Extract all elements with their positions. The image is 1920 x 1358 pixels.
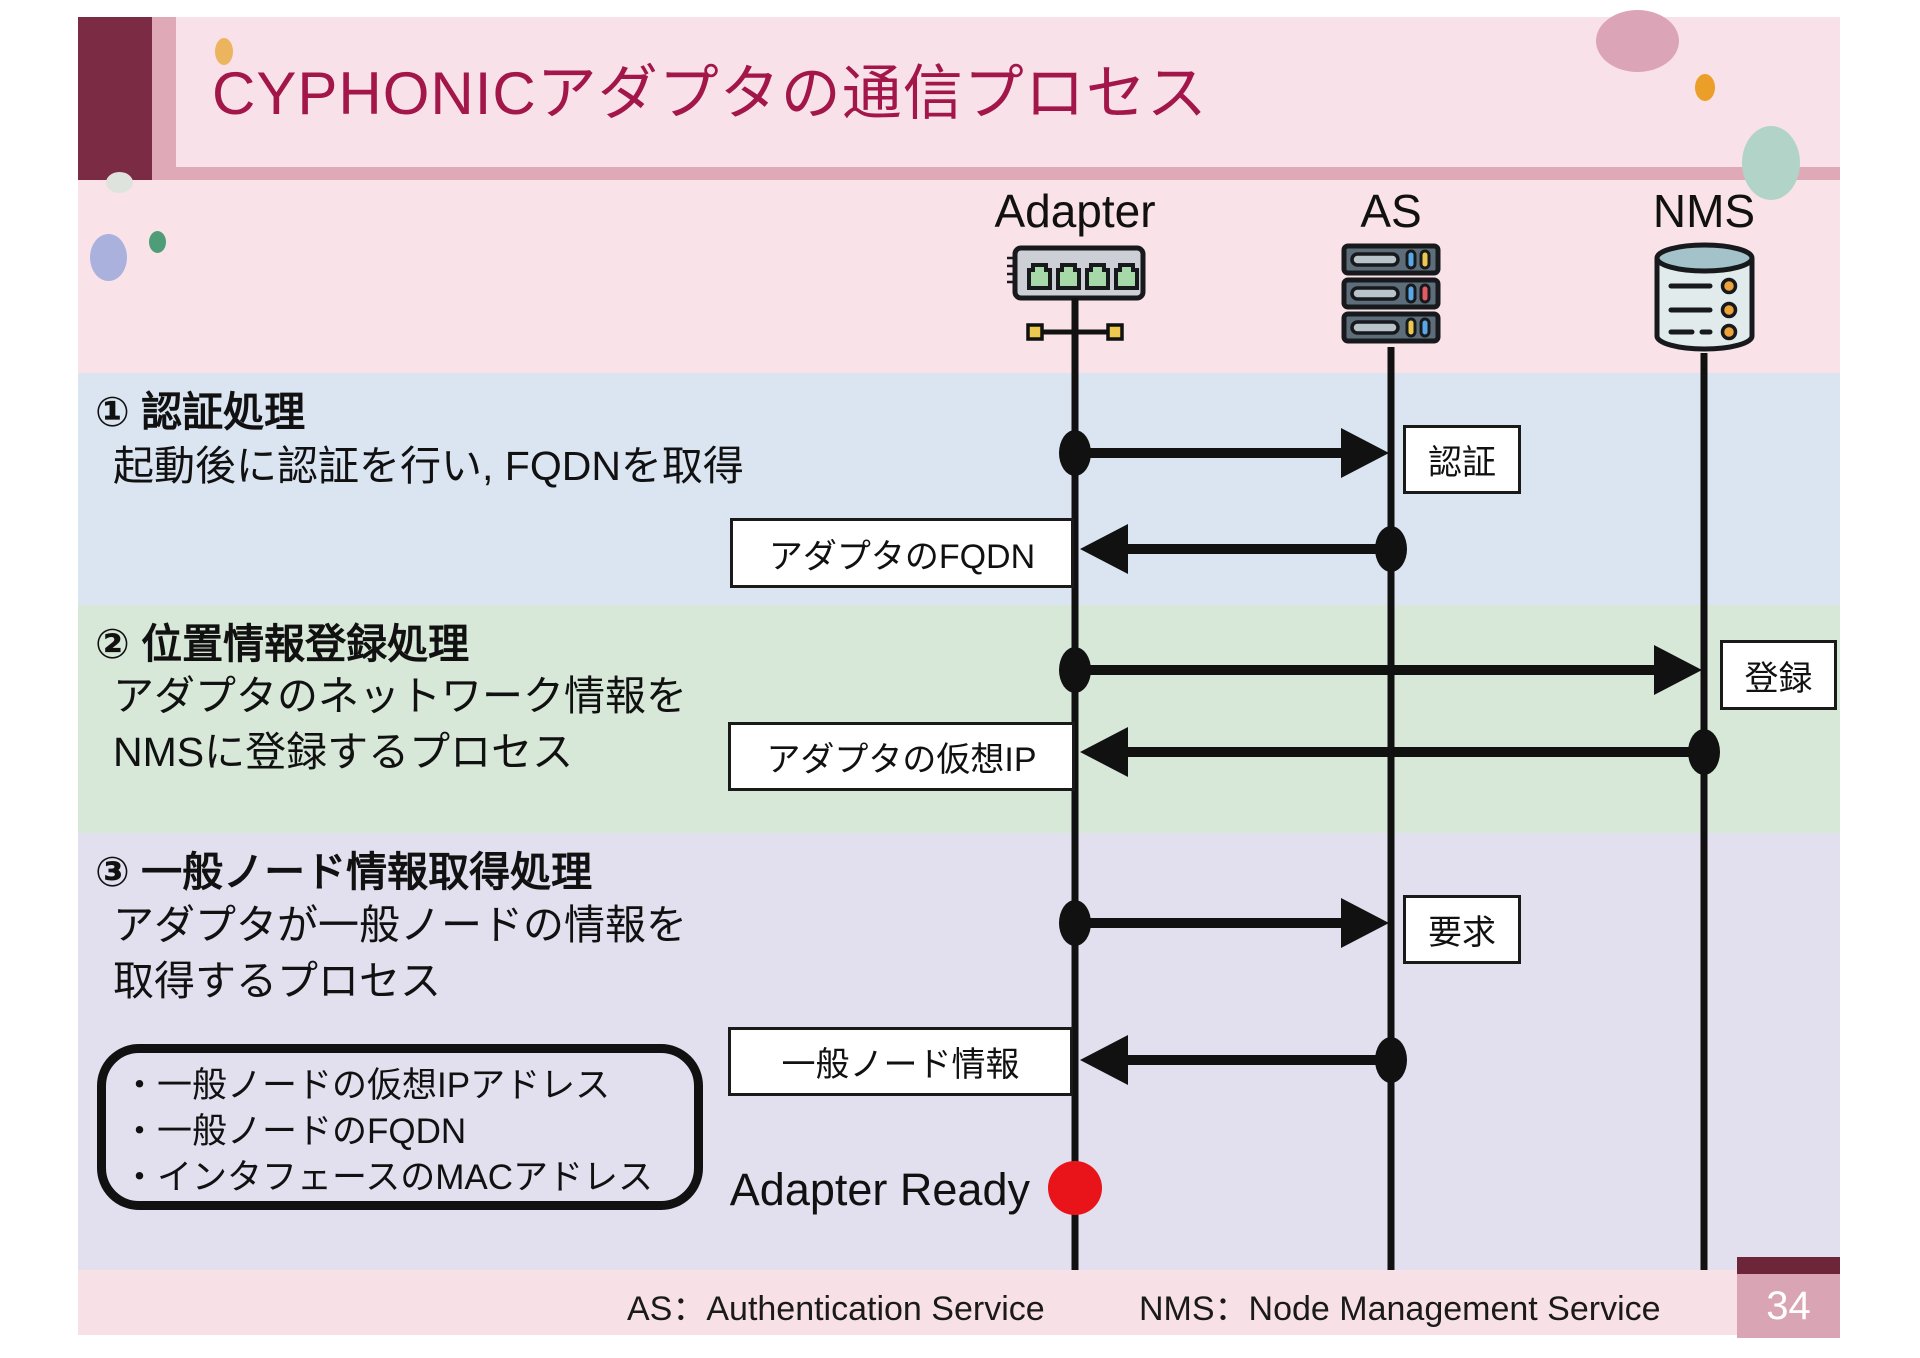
- note-item-fqdn: ・一般ノードのFQDN: [122, 1112, 467, 1151]
- msg-label-register: 登録: [1720, 640, 1837, 710]
- band-register-heading: ② 位置情報登録処理: [95, 621, 470, 667]
- arrow-fqdn-response: [1080, 524, 1407, 574]
- database-icon: [1654, 242, 1755, 352]
- arrow-register-request: [1059, 645, 1702, 695]
- note-item-mac: ・インタフェースのMACアドレス: [122, 1158, 654, 1197]
- network-switch-icon: [1007, 245, 1146, 301]
- lifeline-label-as: AS: [1360, 185, 1422, 237]
- band-acquire-heading: ③ 一般ノード情報取得処理: [95, 849, 593, 895]
- note-item-virtual-ip: ・一般ノードの仮想IPアドレス: [122, 1066, 611, 1105]
- adapter-ready-label: Adapter Ready: [729, 1164, 1030, 1215]
- lifeline-header-region: [78, 180, 1840, 373]
- band-auth-body: 起動後に認証を行い, FQDNを取得: [113, 443, 744, 489]
- arrow-auth-request: [1059, 428, 1389, 478]
- arrow-node-request: [1059, 898, 1389, 948]
- network-cable-splitter: [1026, 323, 1124, 341]
- title-mauve-hstrip: [176, 167, 1840, 180]
- node-info-note-box: ・一般ノードの仮想IPアドレス ・一般ノードのFQDN ・インタフェースのMAC…: [97, 1044, 703, 1210]
- band-auth-heading: ① 認証処理: [95, 389, 306, 435]
- decor-orange-dot-right: [1695, 74, 1715, 101]
- band-acquire-body-line2: 取得するプロセス: [113, 958, 441, 1004]
- server-stack-icon: [1341, 243, 1441, 344]
- title-mauve-vstrip: [152, 17, 176, 180]
- page-title: CYPHONICアダプタの通信プロセス: [212, 60, 1208, 127]
- band-acquire-body-line1: アダプタが一般ノードの情報を: [113, 902, 687, 948]
- title-maroon-block: [78, 17, 152, 180]
- title-band: [78, 17, 1840, 180]
- msg-label-request: 要求: [1403, 895, 1521, 964]
- decor-teal-dot-right: [1742, 126, 1800, 200]
- lifeline-label-adapter: Adapter: [994, 185, 1156, 237]
- decor-pink-dot-right: [1596, 10, 1679, 72]
- arrow-virtualip-response: [1080, 727, 1720, 777]
- footer-as-definition: AS：Authentication Service: [627, 1290, 1045, 1328]
- footer-strip: [78, 1270, 1840, 1335]
- msg-label-nodeinfo: 一般ノード情報: [728, 1027, 1073, 1096]
- adapter-ready-dot: [1048, 1161, 1102, 1215]
- msg-label-virtualip: アダプタの仮想IP: [728, 722, 1075, 791]
- msg-label-auth: 認証: [1403, 425, 1521, 494]
- band-register-body-line1: アダプタのネットワーク情報を: [113, 673, 687, 719]
- decor-green-dot-left: [149, 231, 166, 253]
- page-number: 34: [1737, 1274, 1840, 1338]
- msg-label-fqdn: アダプタのFQDN: [730, 518, 1074, 588]
- arrow-nodeinfo-response: [1080, 1035, 1407, 1085]
- band-register-bg: [78, 605, 1840, 833]
- decor-lavender-dot-left: [90, 234, 127, 281]
- lifeline-label-nms: NMS: [1652, 185, 1756, 237]
- decor-gray-dot-left: [106, 172, 133, 193]
- decor-orange-dot-title: [215, 38, 233, 65]
- band-register-body-line2: NMSに登録するプロセス: [113, 729, 574, 775]
- page-number-bar: [1737, 1257, 1840, 1274]
- footer-nms-definition: NMS：Node Management Service: [1139, 1290, 1661, 1328]
